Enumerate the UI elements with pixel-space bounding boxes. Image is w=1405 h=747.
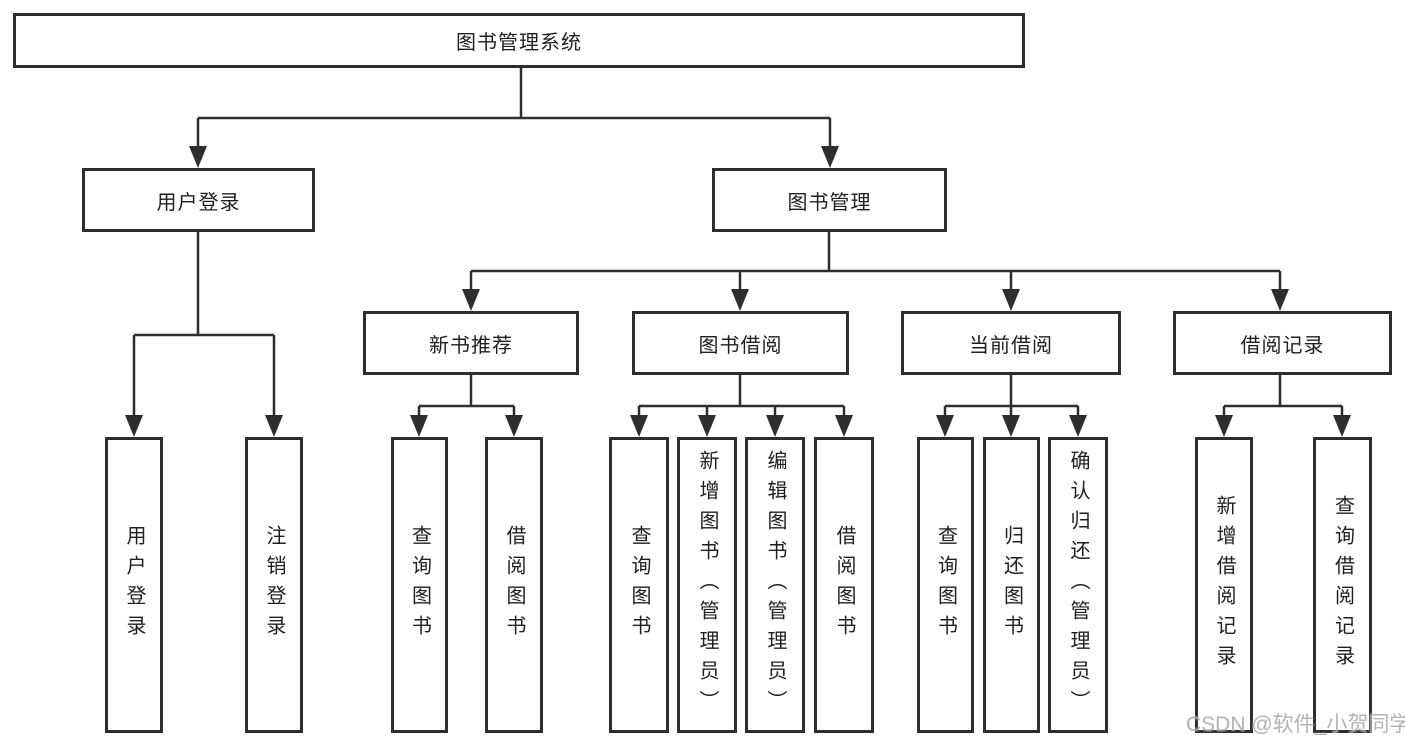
arrowhead-icon [125, 415, 143, 437]
node-current-borrowing-label: 当前借阅 [969, 334, 1053, 357]
arrowhead-icon [265, 415, 283, 437]
node-leaf-edit-books-admin-label: 编辑图书（管理员） [764, 450, 786, 720]
node-book-management-label: 图书管理 [787, 191, 872, 214]
node-leaf-query-borrow-record-label: 查询借阅记录 [1331, 495, 1354, 675]
node-library-management-system-label: 图书管理系统 [456, 32, 582, 54]
arrowhead-icon [630, 415, 648, 437]
arrowhead-icon [821, 146, 839, 168]
arrowhead-icon [505, 415, 523, 437]
node-book-management: 图书管理 [712, 168, 947, 232]
csdn-watermark: CSDN @软件_小贺同学 [1186, 713, 1405, 736]
node-leaf-logout-label: 注销登录 [263, 525, 285, 645]
node-user-login-label: 用户登录 [156, 191, 241, 214]
arrowhead-icon [936, 415, 954, 437]
node-leaf-user-login: 用户登录 [105, 437, 163, 733]
node-user-login: 用户登录 [82, 168, 315, 232]
node-leaf-borrow-books-2-label: 借阅图书 [833, 525, 855, 645]
node-leaf-add-borrow-record: 新增借阅记录 [1195, 437, 1253, 733]
node-leaf-user-login-label: 用户登录 [123, 525, 145, 645]
node-borrowing-records-label: 借阅记录 [1240, 334, 1325, 357]
node-leaf-query-books-1: 查询图书 [391, 437, 448, 733]
arrowhead-icon [1271, 289, 1289, 311]
node-leaf-borrow-books-1: 借阅图书 [485, 437, 543, 733]
node-leaf-return-books-label: 归还图书 [1000, 525, 1023, 645]
arrowhead-icon [835, 415, 853, 437]
node-leaf-add-books-admin: 新增图书（管理员） [677, 437, 737, 733]
node-leaf-confirm-return-admin: 确认归还（管理员） [1048, 437, 1108, 733]
arrowhead-icon [189, 146, 207, 168]
node-borrowing-records: 借阅记录 [1173, 311, 1392, 375]
arrowhead-icon [1215, 415, 1233, 437]
node-leaf-query-borrow-record: 查询借阅记录 [1313, 437, 1372, 733]
node-library-management-system: 图书管理系统 [13, 13, 1025, 68]
node-new-book-recommendation-label: 新书推荐 [429, 334, 513, 357]
arrowhead-icon [1333, 415, 1351, 437]
node-leaf-confirm-return-admin-label: 确认归还（管理员） [1067, 450, 1089, 720]
node-leaf-add-books-admin-label: 新增图书（管理员） [696, 450, 718, 720]
arrowhead-icon [766, 415, 784, 437]
node-leaf-borrow-books-1-label: 借阅图书 [503, 525, 525, 645]
node-leaf-edit-books-admin: 编辑图书（管理员） [745, 437, 805, 733]
arrowhead-icon [410, 415, 428, 437]
arrowhead-icon [1002, 289, 1020, 311]
arrowhead-icon [1002, 415, 1020, 437]
node-leaf-query-books-2-label: 查询图书 [628, 525, 650, 645]
node-book-borrowing: 图书借阅 [632, 311, 849, 375]
node-leaf-query-books-3-label: 查询图书 [934, 525, 957, 645]
arrowhead-icon [731, 289, 749, 311]
node-leaf-query-books-3: 查询图书 [917, 437, 974, 733]
node-leaf-add-borrow-record-label: 新增借阅记录 [1213, 495, 1235, 675]
node-leaf-logout: 注销登录 [245, 437, 303, 733]
arrowhead-icon [698, 415, 716, 437]
node-current-borrowing: 当前借阅 [901, 311, 1121, 375]
arrowhead-icon [462, 289, 480, 311]
node-leaf-return-books: 归还图书 [983, 437, 1040, 733]
node-book-borrowing-label: 图书借阅 [698, 334, 783, 357]
arrowhead-icon [1069, 415, 1087, 437]
node-leaf-query-books-1-label: 查询图书 [408, 525, 431, 645]
node-leaf-query-books-2: 查询图书 [609, 437, 669, 733]
node-new-book-recommendation: 新书推荐 [363, 311, 579, 375]
node-leaf-borrow-books-2: 借阅图书 [814, 437, 874, 733]
